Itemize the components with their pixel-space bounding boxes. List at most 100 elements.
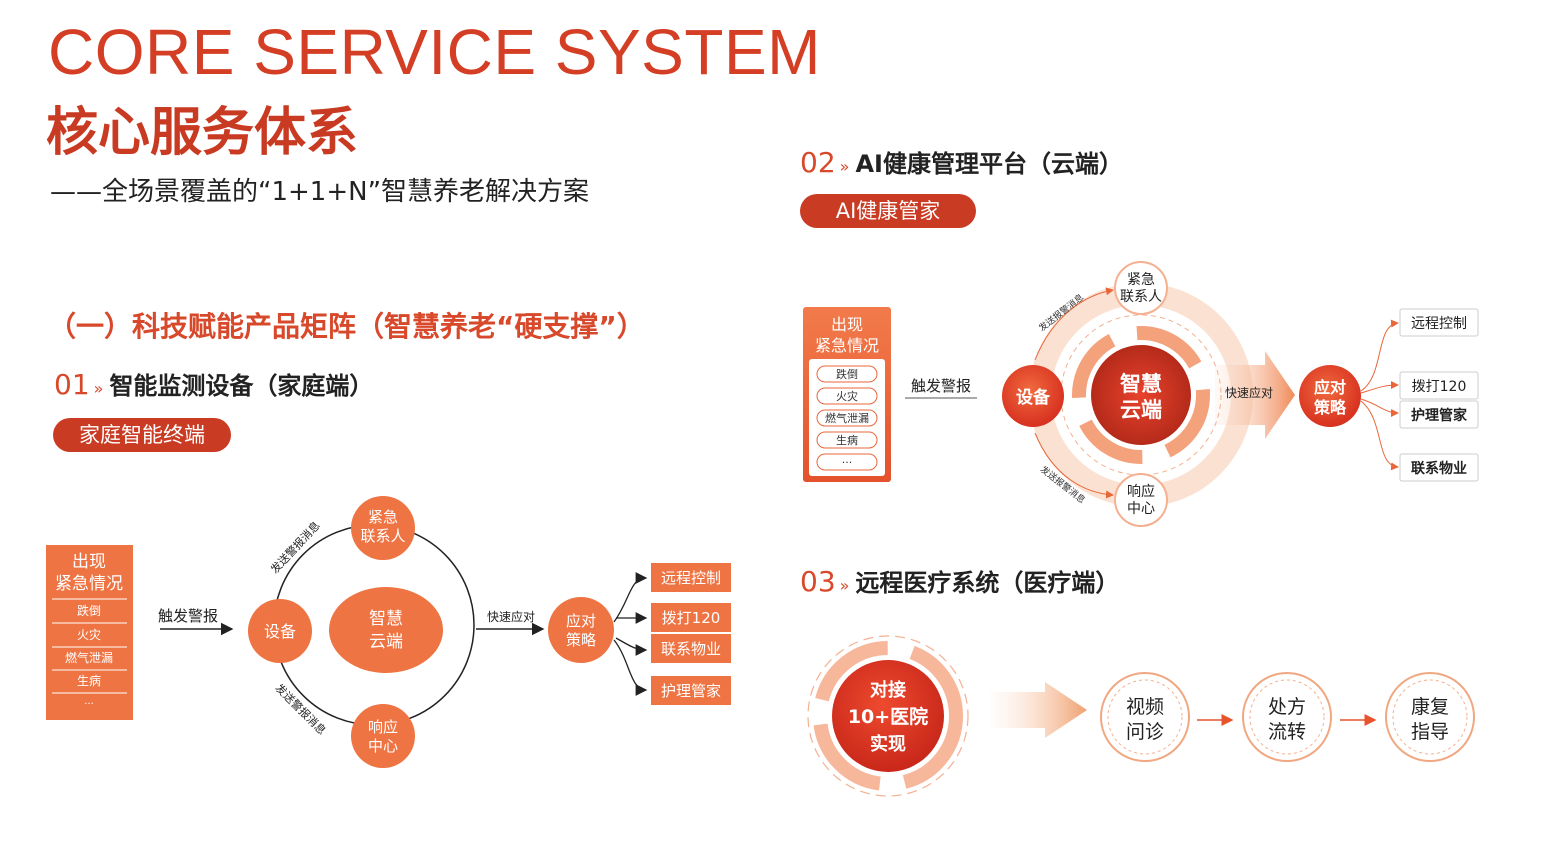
emergency-item-pill — [816, 453, 878, 471]
inner-segment-ring — [1072, 326, 1210, 464]
device-label: 设备 — [264, 622, 296, 641]
device-node — [248, 599, 312, 663]
emergency-item-pill — [816, 409, 878, 427]
hub-label-3: 实现 — [870, 733, 906, 755]
subtitle: ——全场景覆盖的“1+1+N”智慧养老解决方案 — [50, 177, 590, 207]
response-center-node — [1114, 473, 1168, 527]
section-01-number: 01 — [54, 368, 90, 401]
section-02-heading: 02» AI健康管理平台（云端） — [800, 146, 1123, 184]
hub-segment-ring — [813, 641, 963, 791]
section-03-title: 远程医疗系统（医疗端） — [855, 569, 1120, 597]
output-label: 拨打120 — [662, 609, 721, 627]
emergency-contact-node — [351, 496, 415, 560]
english-title: CORE SERVICE SYSTEM — [48, 16, 821, 88]
response-label-1: 响应 — [1127, 483, 1155, 500]
response-label-1: 响应 — [368, 718, 398, 736]
fast-response-label: 快速应对 — [487, 609, 535, 624]
section-03-number: 03 — [800, 565, 836, 598]
response-label-2: 中心 — [368, 737, 398, 755]
step-node — [1242, 672, 1332, 762]
emergency-item: 生病 — [77, 673, 101, 688]
contact-label-2: 联系人 — [360, 527, 405, 545]
chevron-icon: » — [839, 157, 850, 176]
branch-arrow — [1360, 400, 1399, 471]
section-03-heading: 03» 远程医疗系统（医疗端） — [800, 565, 1119, 603]
section-02-number: 02 — [800, 146, 836, 179]
emergency-item: 燃气泄漏 — [825, 411, 869, 425]
emergency-item: 跌倒 — [836, 367, 858, 381]
pill-home-terminal: 家庭智能终端 — [53, 418, 231, 452]
step-label-2: 指导 — [1411, 721, 1449, 743]
branch-arrow — [1360, 398, 1399, 417]
branch-arrow — [613, 572, 648, 623]
section-01-heading: 01» 智能监测设备（家庭端） — [54, 368, 373, 406]
device-label: 设备 — [1016, 387, 1051, 408]
hub-label-2: 10+医院 — [848, 705, 928, 728]
cloud-node — [1091, 345, 1191, 445]
step-label-1: 康复 — [1411, 696, 1449, 718]
emergency-item: 燃气泄漏 — [65, 650, 113, 665]
output-box — [1399, 308, 1479, 337]
emergency-box-title-1: 出现 — [831, 315, 863, 334]
device-node — [1002, 365, 1064, 427]
branch-arrow — [615, 637, 648, 656]
step-inner-ring — [1249, 679, 1325, 755]
hub-node — [832, 660, 944, 772]
contact-label-1: 紧急 — [368, 508, 398, 526]
hub-dashed-ring — [807, 635, 969, 797]
emergency-box-title-2: 紧急情况 — [55, 574, 123, 594]
step-label-2: 问诊 — [1126, 721, 1164, 743]
emergency-box-title-1: 出现 — [72, 552, 106, 572]
emergency-item: ... — [84, 696, 94, 707]
strategy-node — [548, 597, 614, 663]
step-inner-ring — [1392, 679, 1468, 755]
chevron-icon: » — [839, 576, 850, 595]
fast-response-label: 快速应对 — [1225, 385, 1273, 400]
output-label: 远程控制 — [661, 569, 721, 587]
output-label: 联系物业 — [1411, 460, 1467, 477]
strategy-label-2: 策略 — [566, 631, 596, 649]
branch-arrow — [1360, 381, 1399, 394]
section-01-title: 智能监测设备（家庭端） — [109, 372, 374, 400]
emergency-contact-node — [1114, 261, 1168, 315]
dashed-ring — [1060, 314, 1222, 476]
cloud-label-1: 智慧 — [1120, 372, 1162, 396]
response-label-2: 中心 — [1127, 501, 1155, 517]
emergency-box — [46, 545, 133, 720]
hub-label-1: 对接 — [870, 679, 906, 701]
emergency-item: ··· — [842, 456, 853, 469]
cloud-label-2: 云端 — [369, 632, 403, 652]
output-label: 护理管家 — [1411, 407, 1468, 424]
step-label-1: 视频 — [1126, 696, 1164, 718]
section-1-title: （一）科技赋能产品矩阵（智慧养老“硬支撑”） — [48, 310, 645, 343]
strategy-label-1: 应对 — [566, 612, 596, 630]
emergency-item: 火灾 — [836, 389, 858, 403]
strategy-label-1: 应对 — [1314, 378, 1346, 397]
diagram-telemedicine: 对接 10+医院 实现 视频 问诊 处方 流转 康复 指导 — [807, 635, 1475, 797]
step-label-1: 处方 — [1268, 696, 1306, 718]
output-label: 联系物业 — [661, 640, 721, 658]
diagram-cloud-platform: 出现 紧急情况 跌倒 火灾 燃气泄漏 生病 ··· 触发警报 快速应对 智慧 云… — [803, 261, 1479, 527]
cloud-label-1: 智慧 — [369, 609, 403, 629]
chevron-icon: » — [93, 379, 104, 398]
step-node — [1385, 672, 1475, 762]
send-arc-top — [1034, 287, 1114, 361]
trigger-label: 触发警报 — [158, 607, 218, 625]
chinese-title: 核心服务体系 — [46, 103, 359, 163]
step-inner-ring — [1107, 679, 1183, 755]
section-02-title: AI健康管理平台（云端） — [855, 150, 1123, 178]
output-box — [651, 634, 731, 663]
output-box — [1399, 453, 1479, 482]
contact-label-1: 紧急 — [1127, 272, 1155, 288]
step-label-2: 流转 — [1268, 721, 1306, 743]
branch-arrow — [1360, 319, 1399, 392]
send-alert-top-label: 发送警报消息 — [267, 518, 322, 576]
response-center-node — [351, 704, 415, 768]
strategy-label-2: 策略 — [1313, 398, 1347, 417]
output-box — [1399, 400, 1479, 429]
cloud-node — [329, 587, 443, 673]
emergency-item: 火灾 — [77, 627, 101, 642]
emergency-item-pill — [816, 365, 878, 383]
output-box — [651, 563, 731, 592]
strategy-node — [1299, 365, 1361, 427]
